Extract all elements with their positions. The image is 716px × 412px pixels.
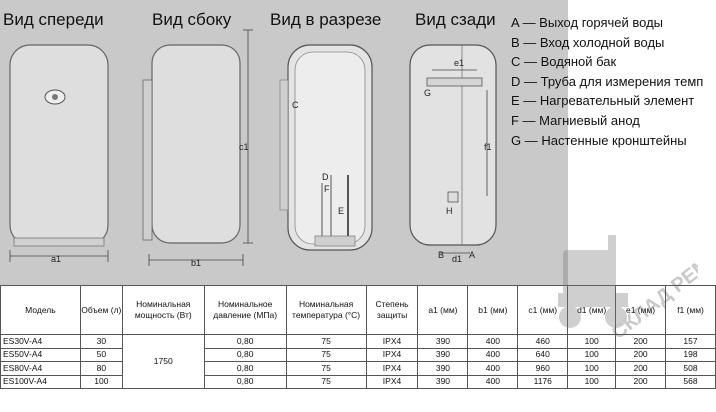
table-header: Номинальная температура (°C) (285, 285, 367, 335)
legend-item-d: D — Труба для измерения темп (511, 73, 704, 89)
table-header: Степень защиты (365, 285, 419, 335)
cell-d1: 100 (567, 374, 617, 389)
cell-pressure: 0,80 (203, 361, 287, 376)
table-row: ES100V-A4 100 0,80 75 IPX4 390 400 1176 … (0, 374, 716, 389)
table-row: ES30V-A4 30 1750 0,80 75 IPX4 390 400 46… (0, 334, 716, 389)
cell-ip: IPX4 (365, 347, 419, 362)
cell-b1: 400 (467, 361, 519, 376)
dim-b1: b1 (191, 258, 201, 268)
cell-a1: 390 (417, 374, 469, 389)
cell-pressure: 0,80 (203, 347, 287, 362)
cell-volume: 80 (79, 361, 123, 376)
cell-model: ES100V-A4 (0, 374, 81, 389)
cell-c1: 640 (517, 347, 569, 362)
cell-volume: 30 (79, 334, 123, 349)
section-view-title: Вид в разрезе (270, 10, 382, 29)
table-header: Объем (л) (79, 285, 123, 335)
front-view-title: Вид спереди (3, 10, 104, 29)
table-header: a1 (мм) (417, 285, 469, 335)
label-e: E (338, 206, 344, 216)
table-header: Номинальная мощность (Вт) (121, 285, 205, 335)
label-g: G (424, 88, 431, 98)
legend-item-b: B — Вход холодной воды (511, 34, 665, 50)
label-d: D (322, 172, 329, 182)
table-header-row: Модель Объем (л) Номинальная мощность (В… (0, 285, 716, 335)
component-legend: A — Выход горячей воды B — Вход холодной… (511, 15, 716, 152)
cell-volume: 50 (79, 347, 123, 362)
cell-e1: 200 (615, 347, 667, 362)
legend-item-a: A — Выход горячей воды (511, 15, 664, 30)
legend-item-g: G — Настенные кронштейны (511, 132, 687, 148)
cell-temp: 75 (285, 361, 367, 376)
cell-c1: 960 (517, 361, 569, 376)
cell-model: ES50V-A4 (0, 347, 81, 362)
cell-ip: IPX4 (365, 374, 419, 389)
dim-f1: f1 (484, 142, 492, 152)
table-row: ES50V-A4 50 0,80 75 IPX4 390 400 640 100… (0, 347, 716, 362)
cell-f1: 157 (665, 334, 716, 349)
cell-e1: 200 (615, 374, 667, 389)
cell-ip: IPX4 (365, 334, 419, 349)
label-f: F (324, 184, 330, 194)
label-c: C (292, 100, 299, 110)
cell-c1: 1176 (517, 374, 569, 389)
section-view-drawing (279, 44, 373, 251)
cell-model: ES30V-A4 (0, 334, 81, 349)
cell-f1: 508 (665, 361, 716, 376)
cell-c1: 460 (517, 334, 569, 349)
legend-item-c: C — Водяной бак (511, 54, 617, 70)
label-h: H (446, 206, 453, 216)
cell-ip: IPX4 (365, 361, 419, 376)
cell-f1: 568 (665, 374, 716, 389)
back-view-title: Вид сзади (415, 10, 496, 29)
dim-e1: e1 (454, 58, 464, 68)
cell-e1: 200 (615, 334, 667, 349)
table-header: Номинальное давление (МПа) (203, 285, 287, 335)
cell-volume: 100 (79, 374, 123, 389)
dim-a1-front: a1 (51, 254, 61, 264)
cell-b1: 400 (467, 334, 519, 349)
cell-temp: 75 (285, 347, 367, 362)
table-row: ES80V-A4 80 0,80 75 IPX4 390 400 960 100… (0, 361, 716, 376)
cell-temp: 75 (285, 374, 367, 389)
cell-d1: 100 (567, 361, 617, 376)
cell-pressure: 0,80 (203, 334, 287, 349)
cell-temp: 75 (285, 334, 367, 349)
legend-item-f: F — Магниевый анод (511, 112, 640, 128)
watermark-logo: СКЛАД РЕМОНТА (558, 225, 698, 344)
side-view-title: Вид сбоку (152, 10, 232, 29)
spec-table: Модель Объем (л) Номинальная мощность (В… (0, 285, 716, 389)
cell-pressure: 0,80 (203, 374, 287, 389)
drawing-area: Вид спереди Вид сбоку Вид в разрезе Вид … (0, 0, 716, 285)
cell-f1: 198 (665, 347, 716, 362)
table-header: b1 (мм) (467, 285, 519, 335)
technical-drawings: a1 b1 c1 C D F E (9, 29, 497, 268)
cell-power: 1750 (121, 334, 205, 389)
side-view-drawing (142, 29, 253, 266)
table-header: Модель (0, 285, 81, 335)
front-view-drawing (9, 44, 109, 262)
cell-d1: 100 (567, 347, 617, 362)
cell-model: ES80V-A4 (0, 361, 81, 376)
cell-a1: 390 (417, 361, 469, 376)
cell-a1: 390 (417, 334, 469, 349)
label-a: A (469, 250, 475, 260)
cell-a1: 390 (417, 347, 469, 362)
dim-c1: c1 (239, 142, 249, 152)
table-header: f1 (мм) (665, 285, 716, 335)
cell-b1: 400 (467, 374, 519, 389)
label-b: B (438, 250, 444, 260)
back-view-drawing (409, 44, 497, 254)
table-header: c1 (мм) (517, 285, 569, 335)
legend-item-e: E — Нагревательный элемент (511, 93, 695, 109)
dim-d1: d1 (452, 254, 462, 264)
watermark-text: СКЛАД РЕМОНТА (608, 225, 698, 344)
cell-b1: 400 (467, 347, 519, 362)
